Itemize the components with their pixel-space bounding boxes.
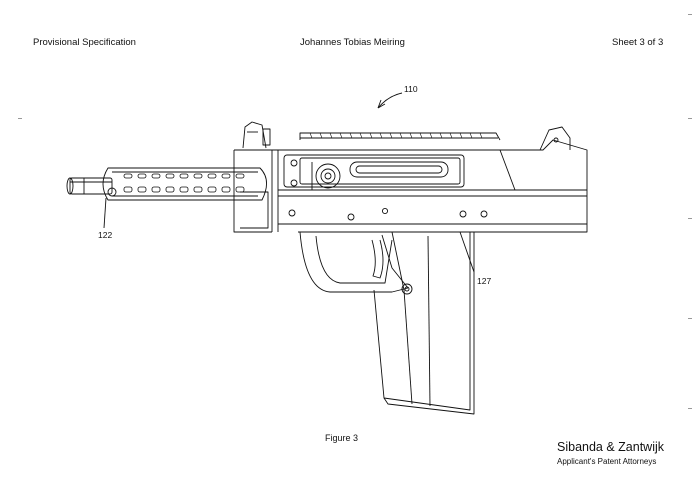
- attorney-firm-name: Sibanda & Zantwijk: [557, 440, 664, 454]
- reference-numeral-122: 122: [98, 230, 112, 240]
- reference-numeral-127: 127: [477, 276, 491, 286]
- figure-caption: Figure 3: [325, 433, 358, 443]
- reference-numeral-110: 110: [404, 84, 418, 94]
- reference-arrow-icon: [378, 93, 402, 108]
- attorney-firm-subtitle: Applicant's Patent Attorneys: [557, 457, 656, 466]
